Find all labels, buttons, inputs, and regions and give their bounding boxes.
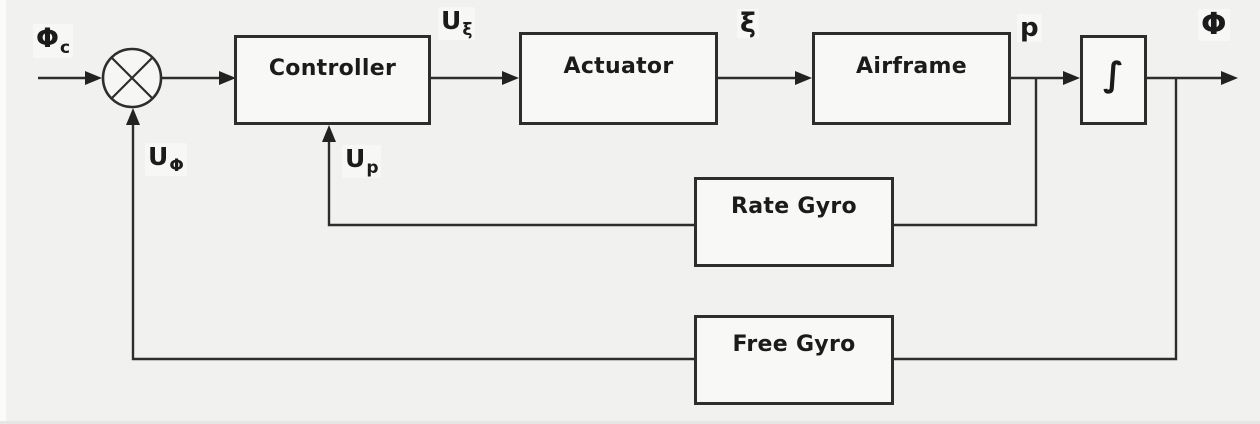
free-gyro-label: Free Gyro <box>732 331 856 357</box>
integral-icon: ∫ <box>1102 55 1125 95</box>
actuator-block: Actuator <box>519 32 718 125</box>
integrator-block: ∫ <box>1080 35 1147 125</box>
free-gyro-feedback-path <box>126 78 1178 361</box>
rate-gyro-label: Rate Gyro <box>731 193 857 219</box>
output-signal-label: Φ <box>1198 9 1230 41</box>
rate-gyro-block: Rate Gyro <box>694 177 894 267</box>
controller-block: Controller <box>234 35 431 125</box>
rate-gyro-feedback-path <box>322 78 1038 227</box>
controller-output-signal-label: Uξ <box>438 7 476 40</box>
rate-gyro-feedback-signal-label: Up <box>342 145 382 178</box>
controller-label: Controller <box>268 55 397 81</box>
roll-rate-signal-label: p <box>1017 14 1042 42</box>
left-edge-strip <box>0 0 6 424</box>
summing-junction <box>101 47 163 109</box>
free-gyro-block: Free Gyro <box>694 315 894 405</box>
airframe-block: Airframe <box>812 32 1011 125</box>
free-gyro-feedback-signal-label: UΦ <box>145 143 187 176</box>
multiply-cross-icon <box>110 56 154 100</box>
input-command-signal-label: Φc <box>33 24 74 58</box>
bottom-edge-strip <box>0 421 1260 424</box>
actuator-output-signal-label: ξ <box>737 9 759 38</box>
airframe-label: Airframe <box>856 54 967 79</box>
actuator-label: Actuator <box>563 54 674 79</box>
